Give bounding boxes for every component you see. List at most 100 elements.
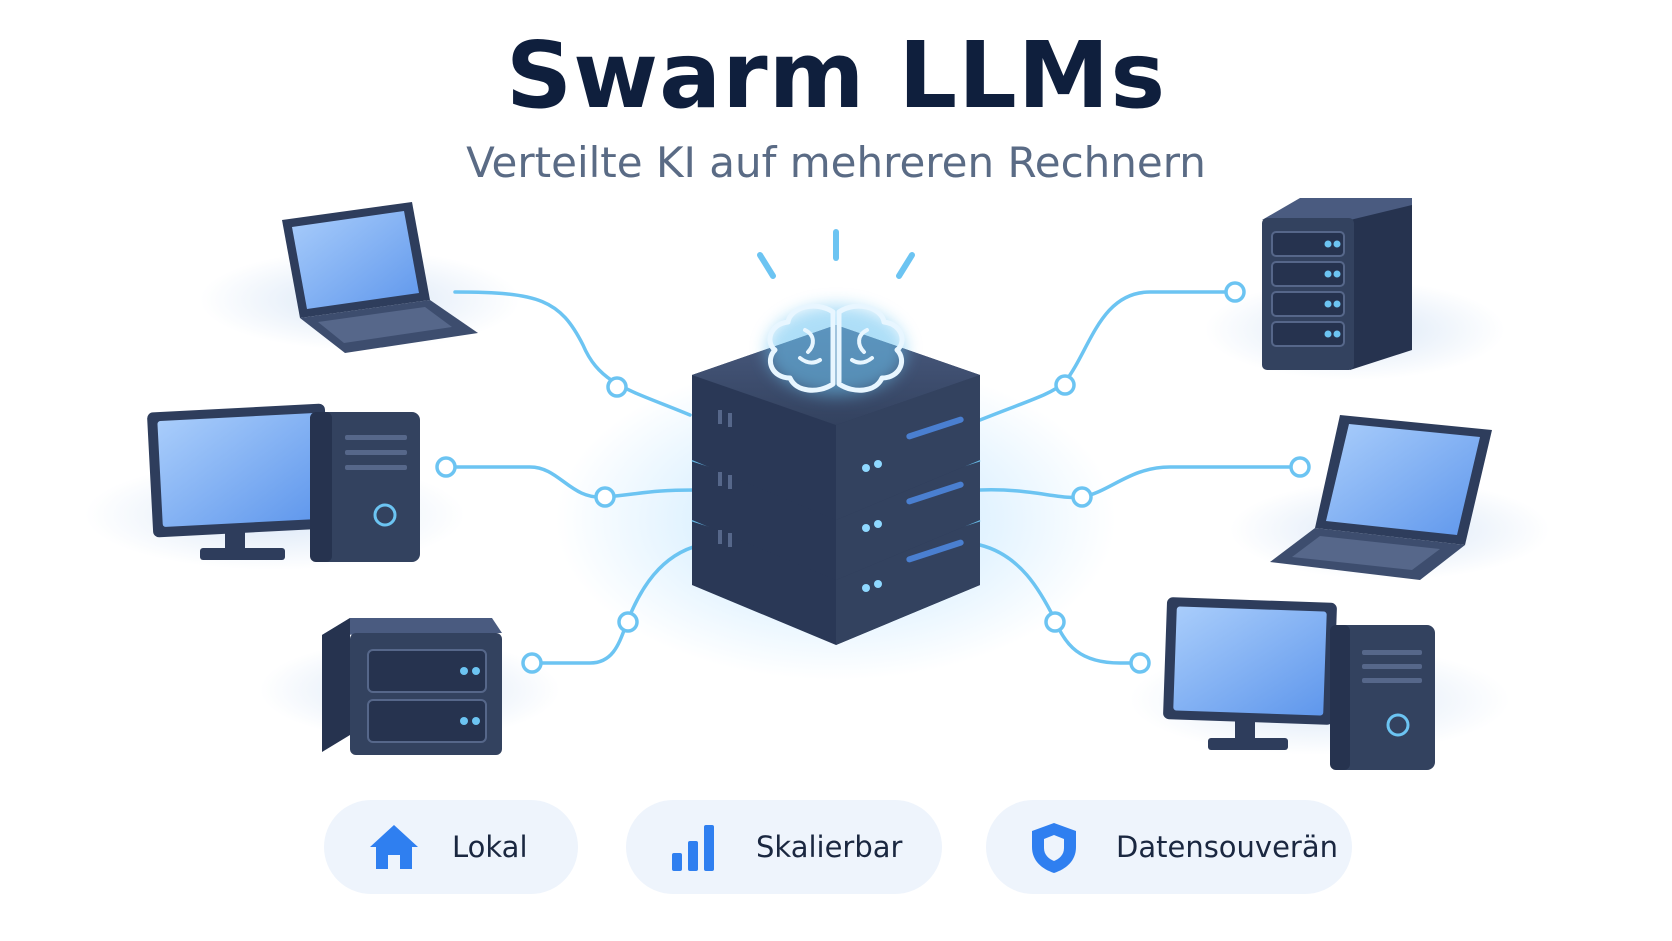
connector-line	[453, 290, 692, 417]
tower-side	[1350, 205, 1412, 370]
pc-tower	[1330, 625, 1435, 770]
shield-icon	[1032, 823, 1076, 873]
status-led	[874, 520, 882, 528]
connector-dot	[617, 611, 639, 633]
connector-dot	[1044, 611, 1066, 633]
status-led	[460, 717, 468, 725]
status-led	[472, 717, 480, 725]
desktop-pc-icon	[147, 403, 420, 562]
monitor-screen	[1173, 606, 1327, 716]
monitor-foot	[200, 548, 285, 560]
glow-ray	[896, 252, 915, 279]
vent	[728, 475, 732, 489]
connector-dot	[1129, 652, 1151, 674]
stack-layer-front	[836, 375, 980, 520]
status-led	[1324, 300, 1332, 308]
status-led	[1333, 300, 1341, 308]
vent	[718, 410, 722, 424]
status-led	[862, 464, 870, 472]
feature-pill-skalierbar: Skalierbar	[626, 800, 942, 894]
drive-slot	[906, 481, 964, 505]
mini-server-icon	[322, 618, 502, 755]
feature-label: Lokal	[452, 830, 528, 864]
feature-label: Skalierbar	[756, 830, 903, 864]
status-led	[1333, 270, 1341, 278]
connector-dot	[1071, 486, 1093, 508]
central-server-stack	[691, 325, 981, 645]
status-led	[1324, 270, 1332, 278]
connector-dot	[594, 486, 616, 508]
power-button	[373, 503, 397, 527]
monitor-stand	[1235, 720, 1255, 740]
drive-slot	[906, 416, 964, 440]
brain-glow	[766, 305, 906, 395]
drive-slot	[906, 539, 964, 563]
vent	[718, 530, 722, 544]
laptop-display	[292, 211, 419, 309]
status-led	[1324, 330, 1332, 338]
feature-pill-lokal: Lokal	[324, 800, 578, 894]
page-title: Swarm LLMs	[505, 22, 1167, 129]
desktop-pc-icon	[1163, 597, 1435, 770]
page-subtitle: Verteilte KI auf mehreren Rechnern	[466, 138, 1206, 187]
pc-tower-side	[310, 412, 332, 562]
status-led	[1333, 240, 1341, 248]
laptop-keyboard	[1292, 536, 1440, 570]
server-bay	[367, 699, 487, 743]
connector-line	[978, 290, 1237, 422]
server-tower-icon	[1262, 198, 1412, 370]
connector-dot	[1224, 281, 1246, 303]
laptop-icon	[1270, 415, 1492, 580]
tower-bay	[1271, 291, 1345, 317]
server-top	[322, 618, 502, 635]
tower-vent	[345, 450, 407, 455]
glow-ray	[757, 252, 776, 279]
tower-vent	[1362, 664, 1422, 669]
status-led	[874, 460, 882, 468]
stack-layer-front	[836, 520, 980, 645]
vent	[728, 533, 732, 547]
connector-dot	[1054, 374, 1076, 396]
laptop-display	[1326, 424, 1480, 535]
pc-tower-side	[1330, 625, 1350, 770]
brain-icon	[757, 229, 915, 395]
status-led	[862, 584, 870, 592]
status-led	[874, 580, 882, 588]
home-icon	[370, 825, 418, 869]
monitor-screen	[157, 413, 321, 527]
vent	[718, 472, 722, 486]
tower-bay	[1271, 261, 1345, 287]
status-led	[862, 524, 870, 532]
server-bay	[367, 649, 487, 693]
connector-dot	[521, 652, 543, 674]
server-side	[322, 618, 350, 752]
connector-dot	[1289, 456, 1311, 478]
laptop-keyboard	[318, 307, 452, 343]
monitor-stand	[225, 530, 245, 550]
connector-dot	[606, 376, 628, 398]
status-led	[1333, 330, 1341, 338]
status-led	[460, 667, 468, 675]
connector-dot	[435, 456, 457, 478]
pc-tower	[310, 412, 420, 562]
connector-dots	[435, 281, 1311, 674]
laptop-icon	[282, 202, 478, 353]
power-button	[1386, 713, 1410, 737]
tower-bay	[1271, 231, 1345, 257]
tower-vent	[345, 435, 407, 440]
bar-chart-icon	[672, 825, 714, 871]
vent	[728, 413, 732, 427]
brain-outline	[767, 303, 905, 393]
monitor-foot	[1208, 738, 1288, 750]
tower-bay	[1271, 321, 1345, 347]
feature-label: Datensouverän	[1116, 830, 1339, 864]
tower-vent	[1362, 650, 1422, 655]
feature-pill-datensouveraen: Datensouverän	[986, 800, 1352, 894]
tower-vent	[1362, 678, 1422, 683]
brain-folds	[798, 328, 874, 365]
status-led	[472, 667, 480, 675]
tower-vent	[345, 465, 407, 470]
status-led	[1324, 240, 1332, 248]
